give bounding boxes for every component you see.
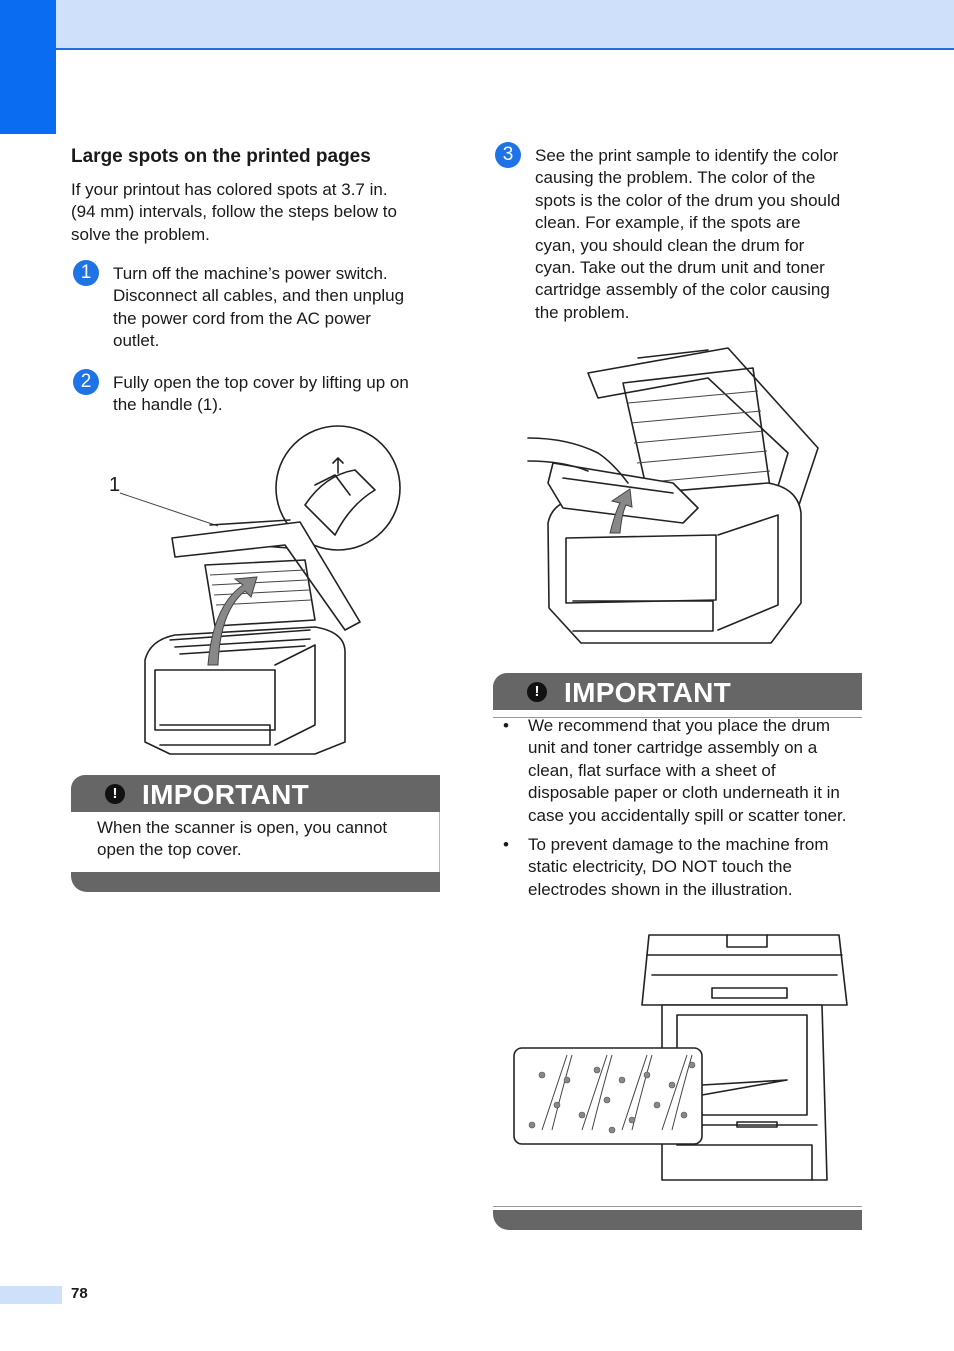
important-text: When the scanner is open, you cannot ope… bbox=[97, 817, 437, 862]
step-line: spots is the color of the drum you shoul… bbox=[535, 190, 841, 210]
figure-drum-removal bbox=[527, 347, 819, 644]
bullet-line: disposable paper or cloth underneath it … bbox=[528, 783, 840, 803]
step-line: clean. For example, if the spots are bbox=[535, 213, 801, 233]
bullet-line: static electricity, DO NOT touch the bbox=[528, 857, 792, 877]
step-1-text: Turn off the machine’s power switch. Dis… bbox=[113, 263, 443, 353]
important-line: open the top cover. bbox=[97, 840, 242, 860]
step-line: cartridge assembly of the color causing bbox=[535, 280, 830, 300]
important-label: IMPORTANT bbox=[142, 779, 310, 810]
important-footer-bar bbox=[493, 1210, 862, 1230]
intro-line: If your printout has colored spots at 3.… bbox=[71, 180, 388, 199]
step-2-text: Fully open the top cover by lifting up o… bbox=[113, 372, 443, 417]
figure-open-cover-callout: 1 bbox=[109, 474, 121, 496]
bullet-text: We recommend that you place the drum uni… bbox=[528, 715, 846, 827]
exclamation-icon: ! bbox=[527, 682, 547, 702]
bullet-text: To prevent damage to the machine from st… bbox=[528, 834, 829, 901]
bullet-line: To prevent damage to the machine from bbox=[528, 835, 829, 854]
figure-printer-open-cover bbox=[119, 425, 401, 755]
step-line: the problem. bbox=[535, 302, 630, 322]
bullet-line: unit and toner cartridge assembly on a bbox=[528, 738, 818, 758]
important-rule bbox=[493, 717, 862, 718]
bullet-line: clean, flat surface with a sheet of bbox=[528, 760, 776, 780]
bullet-dot: • bbox=[503, 716, 509, 735]
step-line: outlet. bbox=[113, 331, 160, 351]
step-number-3: 3 bbox=[495, 142, 521, 168]
important-label: IMPORTANT bbox=[564, 677, 732, 708]
important-header-bar bbox=[493, 673, 862, 710]
important-line: When the scanner is open, you cannot bbox=[97, 818, 388, 837]
step-line: Turn off the machine’s power switch. bbox=[113, 264, 388, 283]
header-band bbox=[0, 0, 954, 50]
bullet-dot: • bbox=[503, 835, 509, 854]
important-rule bbox=[439, 812, 440, 872]
step-line: cyan. Take out the drum unit and toner bbox=[535, 258, 825, 278]
page-number-band bbox=[0, 1286, 62, 1304]
intro-paragraph: If your printout has colored spots at 3.… bbox=[71, 179, 441, 246]
step-number-2: 2 bbox=[73, 369, 99, 395]
step-line: causing the problem. The color of the bbox=[535, 168, 816, 188]
intro-line: solve the problem. bbox=[71, 224, 210, 244]
figure-electrodes bbox=[513, 934, 848, 1181]
step-line: See the print sample to identify the col… bbox=[535, 146, 839, 165]
step-line: cyan, you should clean the drum for bbox=[535, 235, 805, 255]
intro-line: (94 mm) intervals, follow the steps belo… bbox=[71, 202, 397, 222]
step-line: Fully open the top cover by lifting up o… bbox=[113, 373, 409, 392]
step-3-text: See the print sample to identify the col… bbox=[535, 145, 870, 324]
exclamation-icon: ! bbox=[105, 784, 125, 804]
step-line: Disconnect all cables, and then unplug bbox=[113, 286, 405, 306]
important-rule bbox=[493, 1206, 862, 1207]
important-header-bar bbox=[71, 775, 440, 812]
page-number: 78 bbox=[71, 1285, 88, 1302]
bullet-line: case you accidentally spill or scatter t… bbox=[528, 805, 847, 825]
bullet-line: electrodes shown in the illustration. bbox=[528, 879, 793, 899]
step-line: the handle (1). bbox=[113, 395, 223, 415]
step-line: the power cord from the AC power bbox=[113, 308, 371, 328]
chapter-tab bbox=[0, 0, 56, 134]
step-number-1: 1 bbox=[73, 260, 99, 286]
important-footer-bar bbox=[71, 872, 440, 892]
bullet-line: We recommend that you place the drum bbox=[528, 716, 831, 735]
section-title: Large spots on the printed pages bbox=[71, 146, 371, 167]
